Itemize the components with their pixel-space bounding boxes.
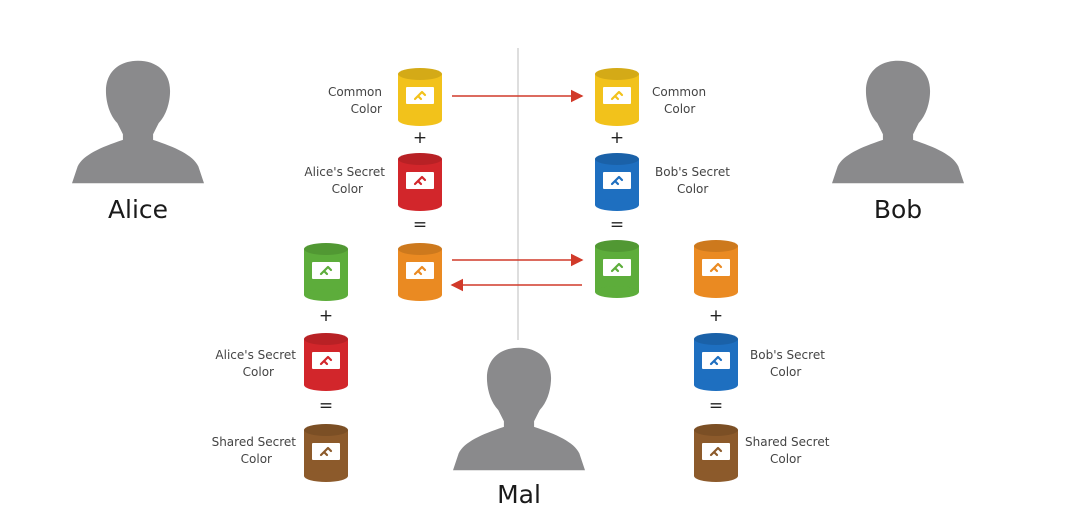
bob-bottom-plus-operator: + — [708, 306, 724, 326]
bob-secret-color-can-icon — [595, 153, 639, 211]
alice-avatar-icon — [72, 60, 204, 184]
alice-plus-operator: + — [412, 128, 428, 148]
bob-common-color-can-icon — [595, 68, 639, 126]
bob-received-mix-can-icon — [694, 240, 738, 298]
bob-equals-operator: = — [609, 215, 625, 235]
alice-name: Alice — [107, 195, 169, 224]
bob-plus-operator: + — [609, 128, 625, 148]
alice-common-color-can-icon — [398, 68, 442, 126]
bob-avatar-icon — [832, 60, 964, 184]
mal-avatar-icon — [453, 347, 585, 471]
alice-bottom-equals-operator: = — [318, 396, 334, 416]
bob-name: Bob — [873, 195, 923, 224]
alice-bottom-plus-operator: + — [318, 306, 334, 326]
alice-equals-operator: = — [412, 215, 428, 235]
alice-received-mix-can-icon — [304, 243, 348, 301]
alice-secret-color-can-icon — [398, 153, 442, 211]
bob-mixed-color-can-icon — [595, 240, 639, 298]
mal-name: Mal — [497, 480, 541, 509]
alice-secret-color-2-can-icon — [304, 333, 348, 391]
bob-secret-color-2-can-icon — [694, 333, 738, 391]
alice-mixed-color-can-icon — [398, 243, 442, 301]
bob-bottom-equals-operator: = — [708, 396, 724, 416]
alice-shared-secret-can-icon — [304, 424, 348, 482]
bob-shared-secret-can-icon — [694, 424, 738, 482]
